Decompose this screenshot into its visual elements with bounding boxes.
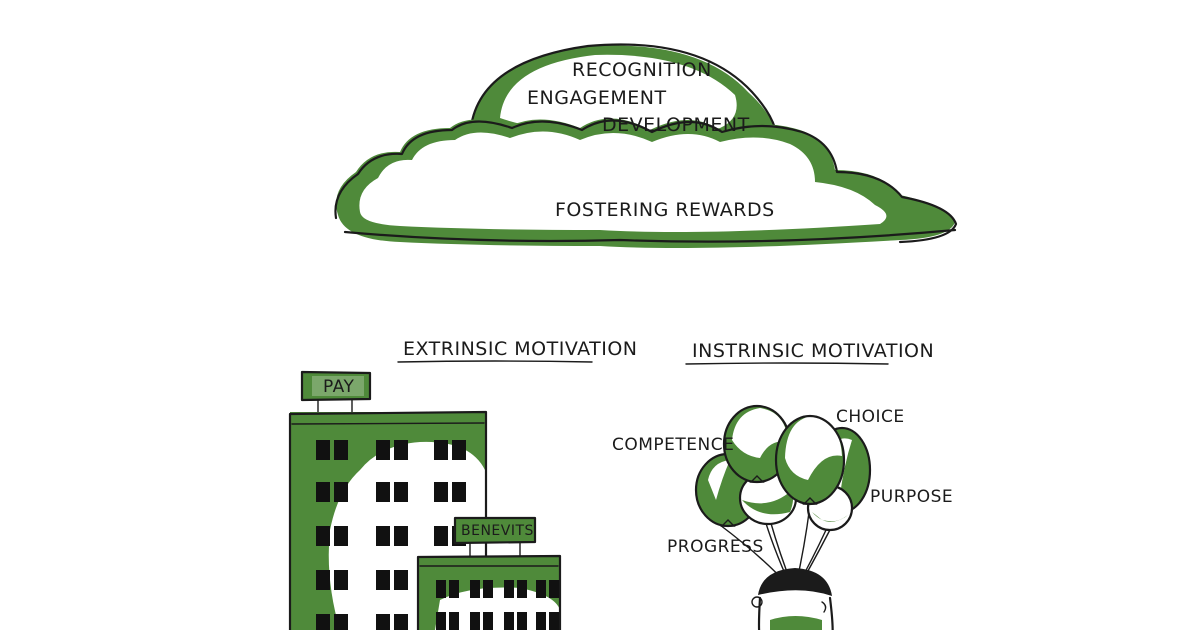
window: [316, 440, 330, 460]
window: [376, 440, 390, 460]
window: [449, 612, 459, 630]
cloud-bottom-line: [343, 228, 957, 243]
window: [483, 580, 493, 598]
window: [449, 580, 459, 598]
window: [452, 482, 466, 502]
window: [470, 612, 480, 630]
window: [470, 580, 480, 598]
window: [316, 482, 330, 502]
label-competence: COMPETENCE: [612, 435, 734, 455]
balloon-top-left: [722, 404, 792, 484]
window: [394, 440, 408, 460]
window: [436, 580, 446, 598]
intrinsic-balloons: COMPETENCE CHOICE PURPOSE PROGRESS: [612, 404, 953, 630]
window: [434, 482, 448, 502]
window: [549, 580, 559, 598]
window: [376, 570, 390, 590]
cloud-word-development: DEVELOPMENT: [602, 114, 750, 136]
window: [334, 570, 348, 590]
window: [504, 612, 514, 630]
window: [536, 580, 546, 598]
window: [316, 526, 330, 546]
benefits-sign: BENEVITS: [453, 516, 537, 557]
window: [452, 440, 466, 460]
section-headings: EXTRINSIC MOTIVATION INSTRINSIC MOTIVATI…: [397, 338, 934, 365]
window: [376, 614, 390, 630]
person-head: [751, 568, 834, 630]
window: [434, 526, 448, 546]
benefits-sign-label: BENEVITS: [461, 523, 534, 539]
window: [376, 526, 390, 546]
window: [483, 612, 493, 630]
extrinsic-buildings: PAY BENEVITS: [288, 370, 562, 630]
window: [436, 612, 446, 630]
window: [316, 614, 330, 630]
cloud-dome-highlight: [500, 54, 737, 137]
cloud-base-outline: [334, 119, 958, 244]
window: [394, 482, 408, 502]
cloud-word-fostering-rewards: FOSTERING REWARDS: [555, 199, 775, 221]
window: [394, 614, 408, 630]
window: [517, 612, 527, 630]
short-building-windows: [436, 580, 559, 630]
window: [394, 526, 408, 546]
rewards-cloud: RECOGNITION ENGAGEMENT DEVELOPMENT FOSTE…: [334, 43, 958, 248]
window: [334, 526, 348, 546]
label-choice: CHOICE: [836, 407, 905, 427]
cloud-dome-outline: [468, 43, 778, 140]
cloud-base-highlight: [359, 131, 887, 232]
pay-sign-label: PAY: [323, 377, 354, 397]
extrinsic-underline: [397, 360, 593, 363]
cloud-word-recognition: RECOGNITION: [572, 59, 712, 81]
window: [517, 580, 527, 598]
window: [549, 612, 559, 630]
balloon-top-right: [774, 414, 846, 506]
window: [316, 570, 330, 590]
intrinsic-underline: [685, 362, 889, 365]
window: [504, 580, 514, 598]
label-purpose: PURPOSE: [870, 487, 953, 507]
extrinsic-heading: EXTRINSIC MOTIVATION: [403, 338, 638, 360]
window: [536, 612, 546, 630]
window: [434, 440, 448, 460]
window: [334, 440, 348, 460]
window: [334, 482, 348, 502]
window: [376, 482, 390, 502]
window: [334, 614, 348, 630]
cloud-word-engagement: ENGAGEMENT: [527, 87, 667, 109]
label-progress: PROGRESS: [667, 537, 764, 557]
intrinsic-heading: INSTRINSIC MOTIVATION: [692, 340, 934, 362]
window: [394, 570, 408, 590]
pay-sign: PAY: [300, 370, 372, 413]
